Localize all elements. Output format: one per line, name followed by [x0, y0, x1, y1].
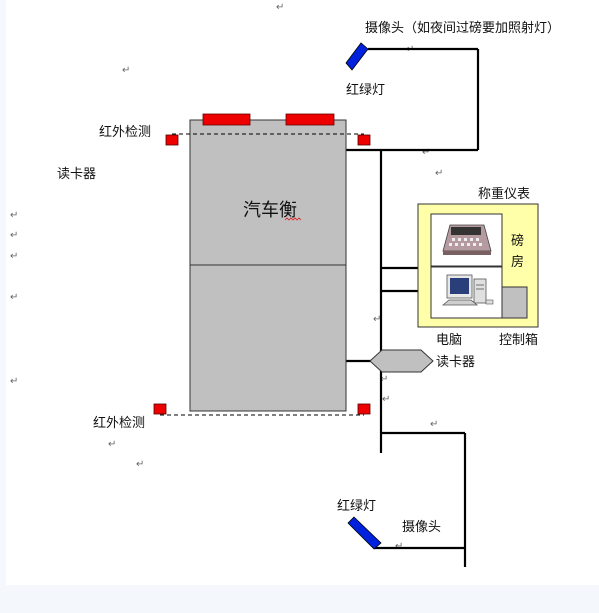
traffic-light-top-icon [345, 42, 369, 71]
card-reader-right-label: 读卡器 [436, 355, 475, 370]
control-box [501, 286, 528, 319]
svg-text:↵: ↵ [122, 65, 130, 76]
traffic-light-bottom-label: 红绿灯 [337, 498, 376, 514]
svg-text:↵: ↵ [382, 394, 390, 405]
spellcheck-underline [284, 217, 302, 221]
ir-detect-top-label: 红外检测 [99, 124, 151, 140]
ir-sensor-top-right [357, 134, 371, 146]
weighing-room-label-1: 磅 [511, 233, 524, 249]
scale-label: 汽车衡 [243, 200, 297, 221]
control-box-label: 控制箱 [499, 332, 538, 348]
top-red-bar-right [285, 113, 335, 126]
scale-platform-lower [189, 264, 347, 412]
card-reader-icon [369, 349, 434, 373]
svg-text:↵: ↵ [10, 210, 18, 221]
camera-top-label: 摄像头（如夜间过磅要加照射灯） [365, 20, 560, 36]
svg-text:↵: ↵ [136, 459, 144, 470]
svg-text:↵: ↵ [10, 251, 18, 262]
weighing-room-label-2: 房 [511, 254, 524, 270]
svg-text:↵: ↵ [435, 168, 443, 179]
svg-text:↵: ↵ [395, 541, 403, 552]
weighing-indicator-icon [442, 224, 492, 255]
card-reader-left-label: 读卡器 [57, 167, 96, 182]
traffic-light-bottom-icon [347, 516, 382, 550]
computer-label: 电脑 [436, 333, 462, 348]
svg-text:↵: ↵ [108, 439, 116, 450]
scale-platform-upper [189, 119, 347, 266]
svg-text:↵: ↵ [10, 230, 18, 241]
svg-text:↵: ↵ [10, 292, 18, 303]
svg-text:↵: ↵ [10, 376, 18, 387]
camera-bottom-label: 摄像头 [402, 520, 441, 535]
computer-icon [441, 274, 494, 306]
ir-sensor-top-left [165, 134, 179, 146]
svg-text:↵: ↵ [422, 147, 430, 158]
ir-sensor-bottom-right [357, 403, 371, 415]
top-red-bar-left [202, 113, 251, 126]
svg-text:↵: ↵ [373, 314, 381, 325]
svg-text:↵: ↵ [276, 2, 284, 13]
ir-sensor-bottom-left [153, 403, 167, 415]
traffic-light-top-label: 红绿灯 [346, 82, 385, 98]
ir-detect-bottom-label: 红外检测 [93, 415, 145, 431]
wiring [346, 47, 480, 567]
svg-text:↵: ↵ [430, 419, 438, 430]
svg-text:↵: ↵ [380, 374, 388, 385]
weighing-indicator-label: 称重仪表 [478, 186, 530, 202]
